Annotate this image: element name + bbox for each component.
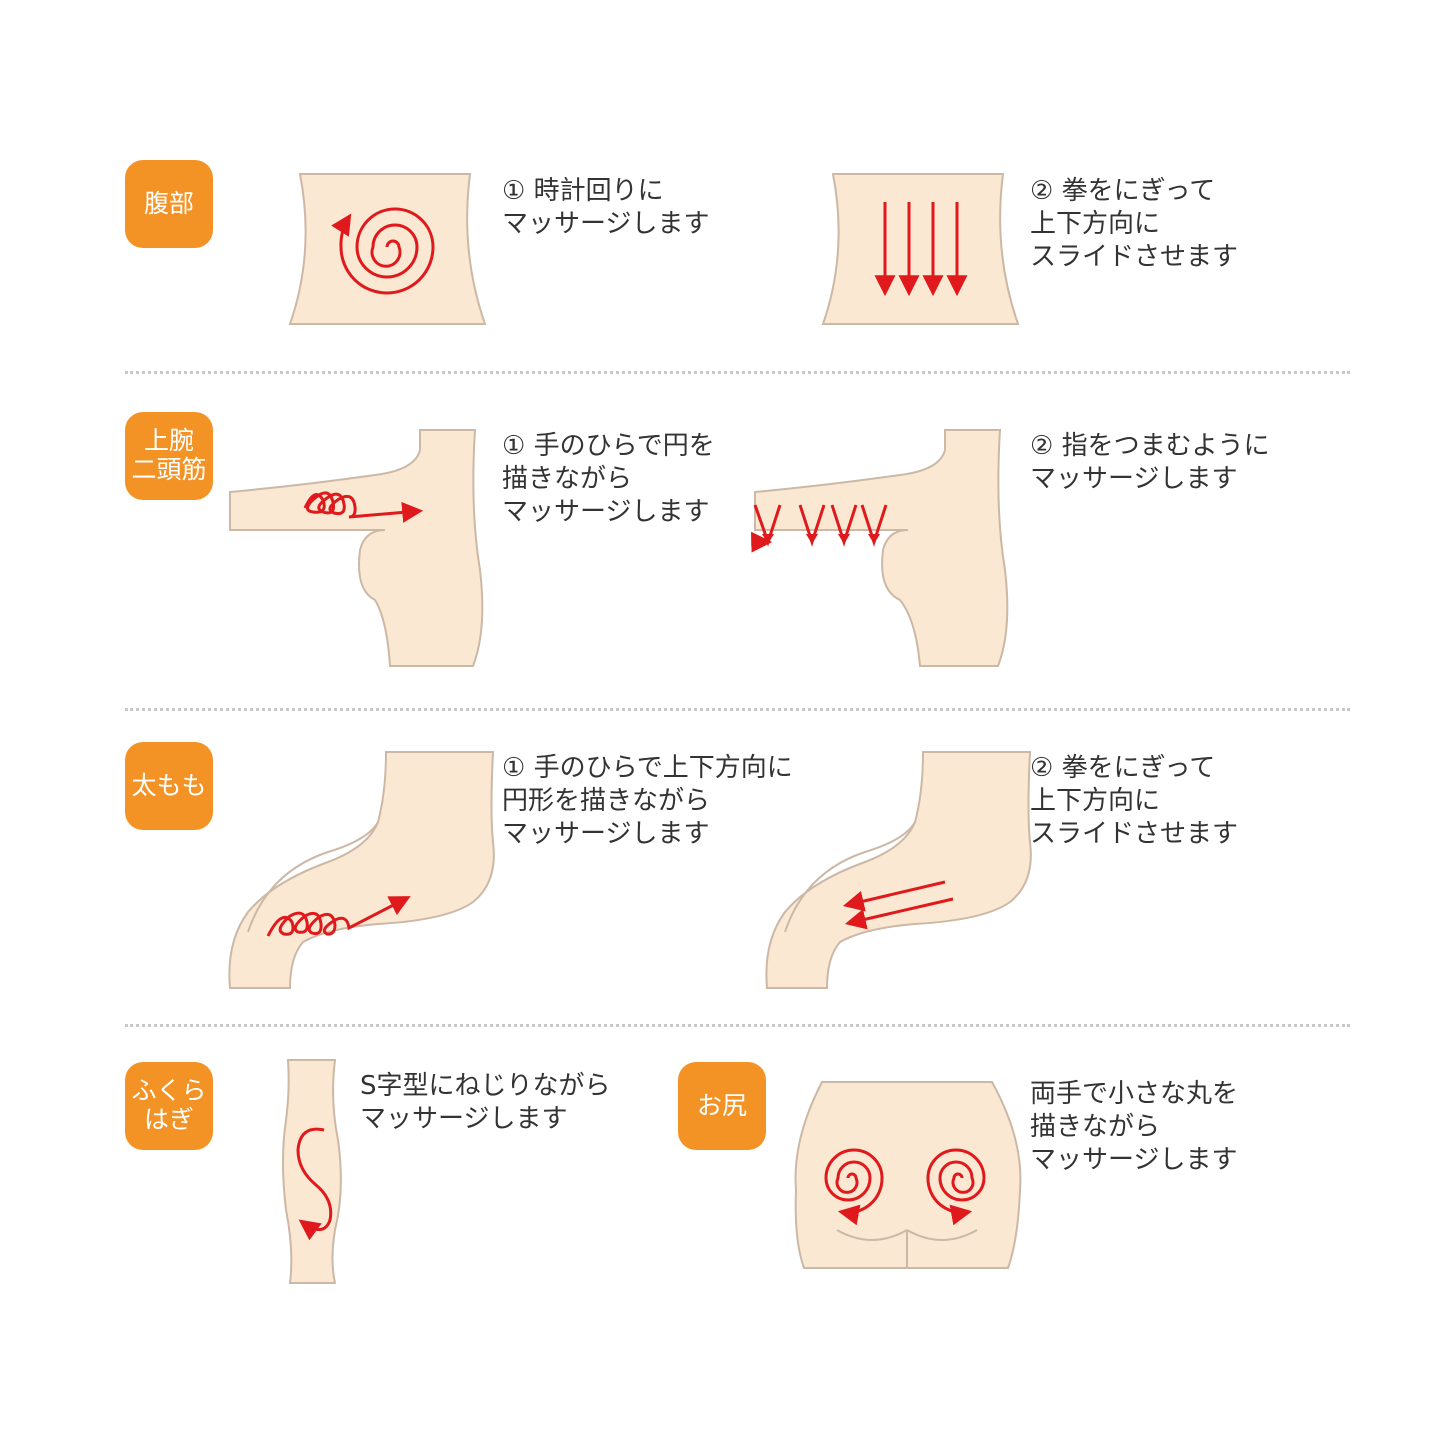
- calf-text: S字型にねじりながら マッサージします: [360, 1070, 611, 1136]
- text-line: マッサージします: [360, 1104, 568, 1134]
- text-line: スライドさせます: [1030, 819, 1239, 849]
- section-divider: [125, 708, 1350, 711]
- text-line: マッサージします: [502, 209, 710, 239]
- arm-step2-text: ② 指をつまむように マッサージします: [1030, 430, 1270, 496]
- badge-upper-arm: 上腕 二頭筋: [125, 412, 213, 500]
- text-line: ② 指をつまむように: [1030, 431, 1270, 461]
- text-line: スライドさせます: [1030, 242, 1239, 272]
- badge-label: 二頭筋: [131, 455, 207, 484]
- badge-label: 上腕: [143, 426, 194, 456]
- text-line: ① 時計回りに: [502, 176, 664, 206]
- thigh-slide-figure: [765, 751, 1035, 992]
- badge-label: ふくら: [131, 1076, 207, 1106]
- text-line: マッサージします: [502, 819, 710, 849]
- text-line: 両手で小さな丸を: [1030, 1079, 1239, 1109]
- abdomen-slide-figure: [818, 172, 1028, 327]
- text-line: マッサージします: [502, 497, 710, 527]
- text-line: マッサージします: [1030, 1145, 1238, 1175]
- thigh-step2-text: ② 拳をにぎって 上下方向に スライドさせます: [1030, 752, 1238, 851]
- calf-s-figure: [280, 1059, 350, 1285]
- text-line: S字型にねじりながら: [360, 1071, 611, 1101]
- text-line: 上下方向に: [1030, 209, 1161, 239]
- badge-label: お尻: [696, 1090, 747, 1120]
- abdomen-step1-text: ① 時計回りに マッサージします: [502, 175, 709, 241]
- section-divider: [125, 1024, 1350, 1027]
- arm-pinch-figure: [750, 429, 1020, 670]
- badge-label: 腹部: [143, 188, 194, 218]
- badge-buttocks: お尻: [678, 1062, 766, 1150]
- text-line: ① 手のひらで上下方向に: [502, 753, 793, 783]
- thigh-step1-text: ① 手のひらで上下方向に 円形を描きながら マッサージします: [502, 752, 793, 851]
- text-line: マッサージします: [1030, 464, 1238, 494]
- buttocks-text: 両手で小さな丸を 描きながら マッサージします: [1030, 1078, 1238, 1177]
- badge-abdomen: 腹部: [125, 160, 213, 248]
- text-line: 描きながら: [1030, 1112, 1161, 1142]
- abdomen-step2-text: ② 拳をにぎって 上下方向に スライドさせます: [1030, 175, 1238, 274]
- abdomen-circle-figure: [285, 172, 495, 327]
- arm-circle-figure: [225, 429, 490, 670]
- thigh-circle-figure: [228, 751, 498, 992]
- badge-thigh: 太もも: [125, 742, 213, 830]
- buttocks-circle-figure: [792, 1080, 1024, 1270]
- section-divider: [125, 371, 1350, 374]
- text-line: ② 拳をにぎって: [1030, 753, 1216, 783]
- text-line: 円形を描きながら: [502, 786, 711, 816]
- text-line: 上下方向に: [1030, 786, 1161, 816]
- badge-calf: ふくら はぎ: [125, 1062, 213, 1150]
- arm-step1-text: ① 手のひらで円を 描きながら マッサージします: [502, 430, 715, 529]
- badge-label: はぎ: [143, 1105, 194, 1134]
- text-line: 描きながら: [502, 464, 633, 494]
- text-line: ② 拳をにぎって: [1030, 176, 1216, 206]
- badge-label: 太もも: [131, 770, 207, 800]
- text-line: ① 手のひらで円を: [502, 431, 715, 461]
